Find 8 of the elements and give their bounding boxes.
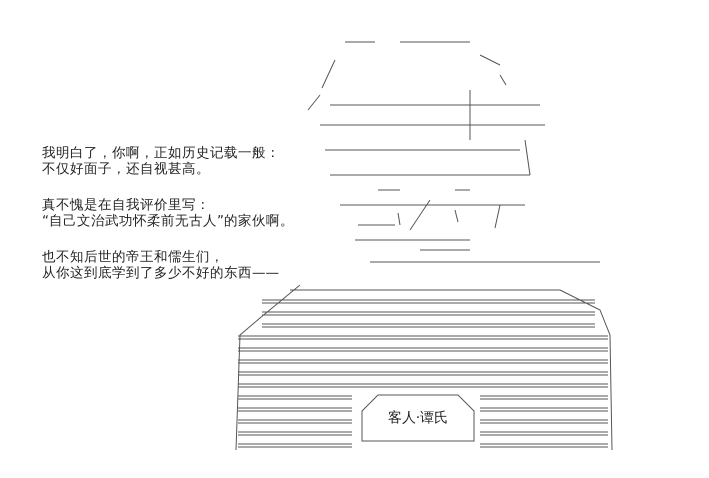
caption-line: 从你这到底学到了多少不好的东西——: [42, 265, 279, 281]
caption-line: 真不愧是在自我评价里写：: [42, 197, 210, 213]
name-plate: [360, 393, 476, 443]
name-text: 客人·谭氏: [388, 409, 448, 427]
caption-line: 我明白了，你啊，正如历史记载一般：: [42, 145, 280, 161]
caption-line: “自己文治武功怀柔前无古人”的家伙啊。: [42, 213, 294, 229]
caption-line: 不仅好面子，还自视甚高。: [42, 161, 210, 177]
caption-line: 也不知后世的帝王和儒生们，: [42, 249, 224, 265]
